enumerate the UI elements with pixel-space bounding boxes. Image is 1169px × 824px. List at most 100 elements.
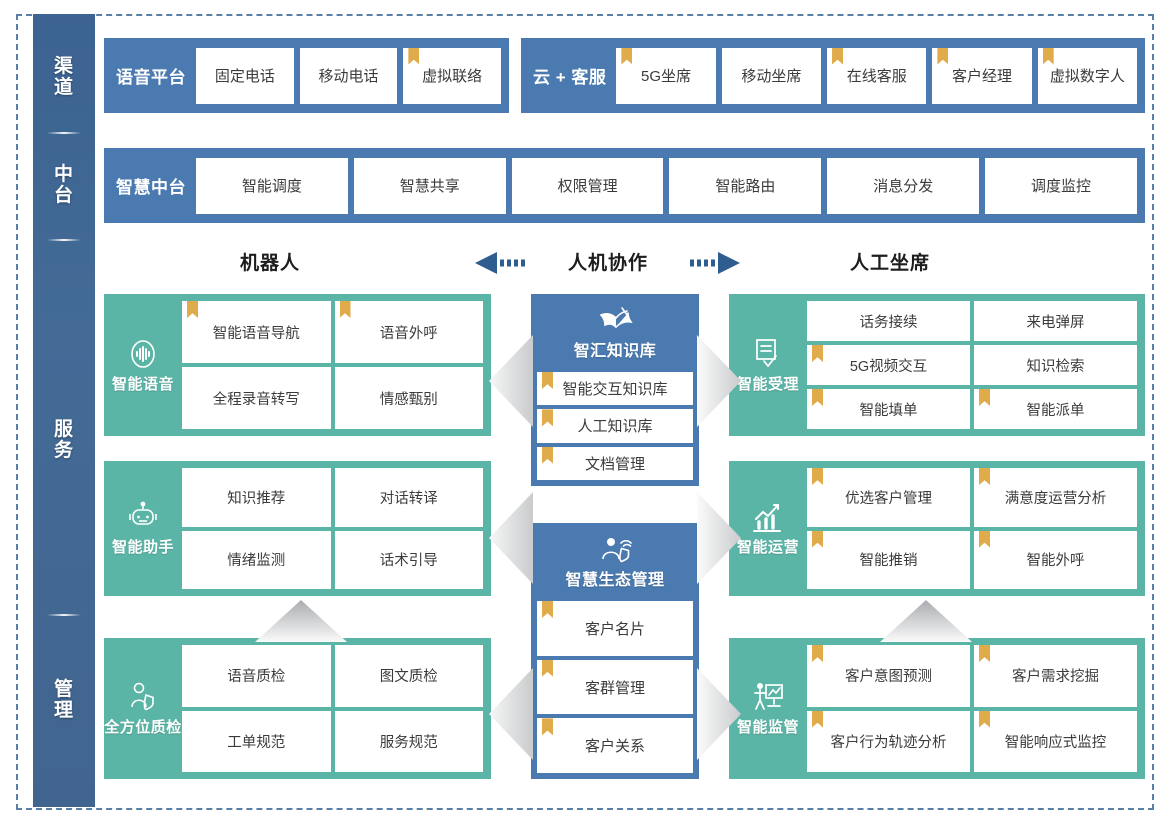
cell-knowledge-recommendation[interactable]: 知识推荐 xyxy=(182,468,331,527)
bookmark-ribbon-icon xyxy=(1042,47,1054,65)
cell-smart-interaction-knowledge-base[interactable]: 智能交互知识库 xyxy=(537,372,693,406)
cell-smart-outbound-call[interactable]: 智能外呼 xyxy=(974,530,1137,589)
cell-label: 智能派单 xyxy=(1026,402,1085,419)
cell-smart-responsive-monitoring[interactable]: 智能响应式监控 xyxy=(974,710,1137,772)
cell-dialogue-translation[interactable]: 对话转译 xyxy=(334,468,483,527)
cell-label: 移动电话 xyxy=(318,68,379,85)
cell-smart-sharing[interactable]: 智慧共享 xyxy=(353,157,506,214)
bookmark-ribbon-icon xyxy=(542,601,553,618)
cell-label: 客群管理 xyxy=(584,679,645,697)
panel-grid: 语音质检 图文质检 工单规范 服务规范 xyxy=(182,638,491,779)
cell-work-order-standard[interactable]: 工单规范 xyxy=(182,710,331,772)
cell-satisfaction-operation-analysis[interactable]: 满意度运营分析 xyxy=(974,468,1137,527)
cell-online-service[interactable]: 在线客服 xyxy=(827,47,927,104)
panel-intelligent-assistant: 智能助手 知识推荐 对话转译 情绪监测 话术引导 xyxy=(104,461,491,596)
cell-customer-behavior-trace-analysis[interactable]: 客户行为轨迹分析 xyxy=(807,710,970,772)
band-cells: 智能调度 智慧共享 权限管理 智能路由 消息分发 调度监控 xyxy=(196,148,1137,223)
cell-message-distribution[interactable]: 消息分发 xyxy=(827,157,980,214)
cell-text-image-quality-inspection[interactable]: 图文质检 xyxy=(334,645,483,707)
bookmark-ribbon-icon xyxy=(979,468,990,485)
cell-voice-outbound[interactable]: 语音外呼 xyxy=(334,301,483,363)
cell-mobile-seat[interactable]: 移动坐席 xyxy=(721,47,822,104)
band-cells: 5G坐席 移动坐席 在线客服 客户经理 虚拟数字人 xyxy=(616,38,1138,113)
cell-script-guidance[interactable]: 话术引导 xyxy=(334,530,483,589)
band-title-middle-platform: 智慧中台 xyxy=(116,178,186,197)
cell-label: 图文质检 xyxy=(379,669,438,686)
bookmark-ribbon-icon xyxy=(621,47,633,65)
cell-label: 智能外呼 xyxy=(1026,553,1085,570)
panel-label: 智能监管 xyxy=(736,719,799,736)
rail-label-char: 台 xyxy=(53,185,74,206)
cell-mobile-phone[interactable]: 移动电话 xyxy=(299,47,398,104)
cell-fixed-phone[interactable]: 固定电话 xyxy=(196,47,294,104)
cell-call-handling[interactable]: 话务接续 xyxy=(807,301,970,341)
cell-label: 人工知识库 xyxy=(577,418,653,436)
rail-label-char: 渠 xyxy=(53,56,74,77)
cell-knowledge-retrieval[interactable]: 知识检索 xyxy=(974,345,1137,385)
cell-smart-marketing[interactable]: 智能推销 xyxy=(807,530,970,589)
cell-5g-video-interaction[interactable]: 5G视频交互 xyxy=(807,345,970,385)
cell-label: 对话转译 xyxy=(379,490,438,507)
cell-emotion-discrimination[interactable]: 情感甄别 xyxy=(334,367,483,429)
person-shield-icon xyxy=(126,680,160,714)
panel-grid: 话务接续 来电弹屏 5G视频交互 知识检索 智能填单 智能派单 xyxy=(807,294,1145,436)
cell-customer-demand-mining[interactable]: 客户需求挖掘 xyxy=(974,645,1137,707)
open-book-pen-icon xyxy=(598,306,633,336)
voice-wave-icon xyxy=(126,337,160,371)
column-header-robot: 机器人 xyxy=(239,253,300,274)
cell-voice-quality-inspection[interactable]: 语音质检 xyxy=(182,645,331,707)
cell-label: 话术引导 xyxy=(379,553,438,570)
cell-smart-scheduling[interactable]: 智能调度 xyxy=(196,157,348,214)
cell-manual-knowledge-base[interactable]: 人工知识库 xyxy=(537,409,693,443)
cell-permission-management[interactable]: 权限管理 xyxy=(511,157,664,214)
cell-5g-seat[interactable]: 5G坐席 xyxy=(616,47,716,104)
cell-preferred-customer-management[interactable]: 优选客户管理 xyxy=(807,468,970,527)
cell-account-manager[interactable]: 客户经理 xyxy=(932,47,1032,104)
cell-smart-dispatch[interactable]: 智能派单 xyxy=(974,389,1137,429)
rail-item-management[interactable]: 管 理 xyxy=(33,679,95,721)
cell-label: 在线客服 xyxy=(846,68,907,85)
cell-scheduling-monitor[interactable]: 调度监控 xyxy=(985,157,1137,214)
rail-label-char: 中 xyxy=(53,164,74,185)
cell-customer-intent-prediction[interactable]: 客户意图预测 xyxy=(807,645,970,707)
cell-label: 情感甄别 xyxy=(379,391,438,408)
cell-incoming-call-popup[interactable]: 来电弹屏 xyxy=(974,301,1137,341)
cell-label: 智能语音导航 xyxy=(212,325,300,342)
cell-document-management[interactable]: 文档管理 xyxy=(537,446,693,480)
bookmark-ribbon-icon xyxy=(408,47,420,65)
panel-side-intelligent-voice: 智能语音 xyxy=(104,294,182,436)
cell-virtual-human[interactable]: 虚拟数字人 xyxy=(1037,47,1138,104)
cell-label: 智能交互知识库 xyxy=(562,381,668,399)
cell-customer-group-management[interactable]: 客群管理 xyxy=(537,659,693,715)
cell-label: 调度监控 xyxy=(1031,178,1092,195)
cell-smart-form-filling[interactable]: 智能填单 xyxy=(807,389,970,429)
panel-intelligent-supervision: 智能监管 客户意图预测 客户需求挖掘 客户行为轨迹分析 智能响应式监控 xyxy=(729,638,1145,779)
cell-label: 移动坐席 xyxy=(741,68,802,85)
document-check-icon xyxy=(751,337,785,371)
arrow-right-icon xyxy=(680,252,740,274)
cell-label: 语音质检 xyxy=(227,669,286,686)
cell-customer-card[interactable]: 客户名片 xyxy=(537,601,693,656)
bookmark-ribbon-icon xyxy=(542,718,553,736)
cell-smart-routing[interactable]: 智能路由 xyxy=(669,157,822,214)
rail-item-service[interactable]: 服 务 xyxy=(33,419,95,461)
panel-intelligent-acceptance: 智能受理 话务接续 来电弹屏 5G视频交互 知识检索 智能填单 智能派单 xyxy=(729,294,1145,436)
column-header-human-agent: 人工坐席 xyxy=(849,253,930,274)
cell-smart-voice-navigation[interactable]: 智能语音导航 xyxy=(182,301,331,363)
bookmark-ribbon-icon xyxy=(979,645,990,662)
rail-item-channel[interactable]: 渠 道 xyxy=(33,56,95,98)
cell-emotion-monitoring[interactable]: 情绪监测 xyxy=(182,530,331,589)
cell-label: 全程录音转写 xyxy=(212,391,300,408)
robot-icon xyxy=(126,500,160,534)
rail-item-middle-platform[interactable]: 中 台 xyxy=(33,164,95,206)
cell-customer-relationship[interactable]: 客户关系 xyxy=(537,718,693,774)
panel-intelligent-operation: 智能运营 优选客户管理 满意度运营分析 智能推销 智能外呼 xyxy=(729,461,1145,596)
cell-service-standard[interactable]: 服务规范 xyxy=(334,710,483,772)
arrow-left-icon xyxy=(475,252,535,274)
band-title-cloud-service: 云 + 客服 xyxy=(533,68,607,87)
cell-full-recording-transcription[interactable]: 全程录音转写 xyxy=(182,367,331,429)
left-rail: 渠 道 中 台 服 务 管 理 xyxy=(33,14,95,807)
cell-virtual-contact[interactable]: 虚拟联络 xyxy=(403,47,502,104)
bookmark-ribbon-icon xyxy=(542,446,553,464)
stack-smart-ecosystem-management: 智慧生态管理 客户名片 客群管理 客户关系 xyxy=(531,523,699,779)
